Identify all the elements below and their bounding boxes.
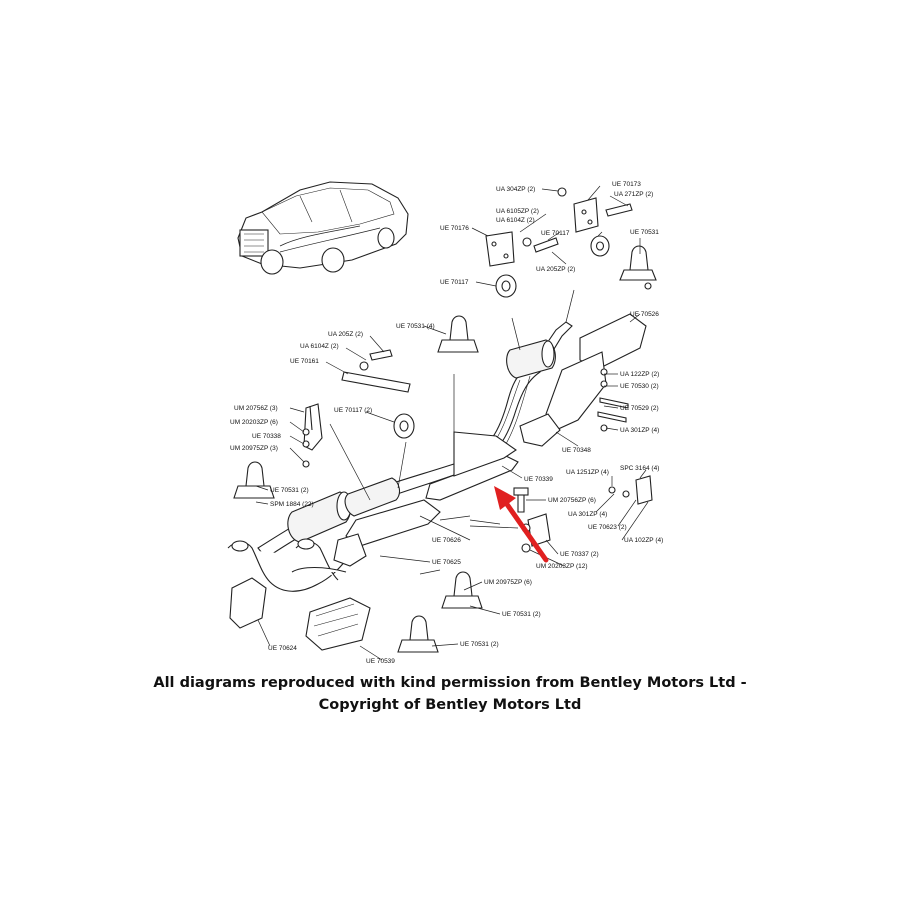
heat-shields — [229, 313, 647, 651]
part-label: UM 20756ZP (6) — [548, 497, 596, 504]
part-label: UE 70623 (2) — [588, 524, 627, 531]
part-label: SPM 1884 (22) — [270, 501, 314, 508]
part-label: UA 205Z (2) — [328, 331, 363, 338]
part-label: UE 70526 — [630, 311, 659, 318]
part-label: UE 70117 (2) — [334, 407, 372, 414]
copyright-caption: All diagrams reproduced with kind permis… — [0, 672, 900, 716]
part-label: UM 20756Z (3) — [234, 405, 278, 412]
part-label: UM 20975ZP (3) — [230, 445, 278, 452]
part-label: UA 271ZP (2) — [614, 191, 653, 198]
part-label: UE 70338 — [252, 433, 281, 440]
car-illustration — [237, 181, 409, 275]
part-label: UE 70531 (2) — [502, 611, 541, 618]
part-label: SPC 3164 (4) — [620, 465, 659, 472]
part-label: UE 70176 — [440, 225, 469, 232]
part-label: UE 70529 (2) — [620, 405, 659, 412]
part-label: UE 70625 — [432, 559, 461, 566]
part-label: UA 205ZP (2) — [536, 266, 575, 273]
part-label: UM 20203ZP (6) — [230, 419, 278, 426]
part-label: UA 122ZP (2) — [620, 371, 659, 378]
part-label: UA 6104Z (2) — [496, 217, 535, 224]
part-label: UE 70624 — [268, 645, 297, 652]
part-label: UE 70173 — [612, 181, 641, 188]
leader-lines — [255, 185, 649, 661]
caption-line-1: All diagrams reproduced with kind permis… — [153, 675, 747, 691]
part-label: UA 301ZP (4) — [568, 511, 607, 518]
part-label: UE 70531 — [630, 229, 659, 236]
part-label: UE 70339 — [524, 476, 553, 483]
part-label: UE 70348 — [562, 447, 591, 454]
part-label: UE 70531 (2) — [270, 487, 309, 494]
part-label: UA 301ZP (4) — [620, 427, 659, 434]
part-label: UE 70117 — [541, 230, 570, 237]
part-label: UM 20203ZP (12) — [536, 563, 588, 570]
part-label: UE 70337 (2) — [560, 551, 599, 558]
part-label: UE 70626 — [432, 537, 461, 544]
part-label: UE 70531 (4) — [396, 323, 435, 330]
part-label: UE 70531 (2) — [460, 641, 499, 648]
part-label: UA 6104Z (2) — [300, 343, 339, 350]
part-label: UA 1251ZP (4) — [566, 469, 609, 476]
red-arrow — [494, 486, 549, 563]
part-label: UA 6105ZP (2) — [496, 208, 539, 215]
part-labels: UA 304ZP (2) UE 70173 UA 271ZP (2) UA 61… — [230, 181, 663, 665]
part-label: UE 70539 — [366, 658, 395, 665]
part-label: UE 70117 — [440, 279, 469, 286]
part-label: UM 20975ZP (6) — [484, 579, 532, 586]
part-label: UA 102ZP (4) — [624, 537, 663, 544]
part-label: UE 70530 (2) — [620, 383, 659, 390]
caption-line-2: Copyright of Bentley Motors Ltd — [318, 697, 582, 713]
exhaust-pipes — [227, 321, 573, 592]
mountings — [233, 187, 657, 653]
part-label: UE 70161 — [290, 358, 319, 365]
part-label: UA 304ZP (2) — [496, 186, 535, 193]
